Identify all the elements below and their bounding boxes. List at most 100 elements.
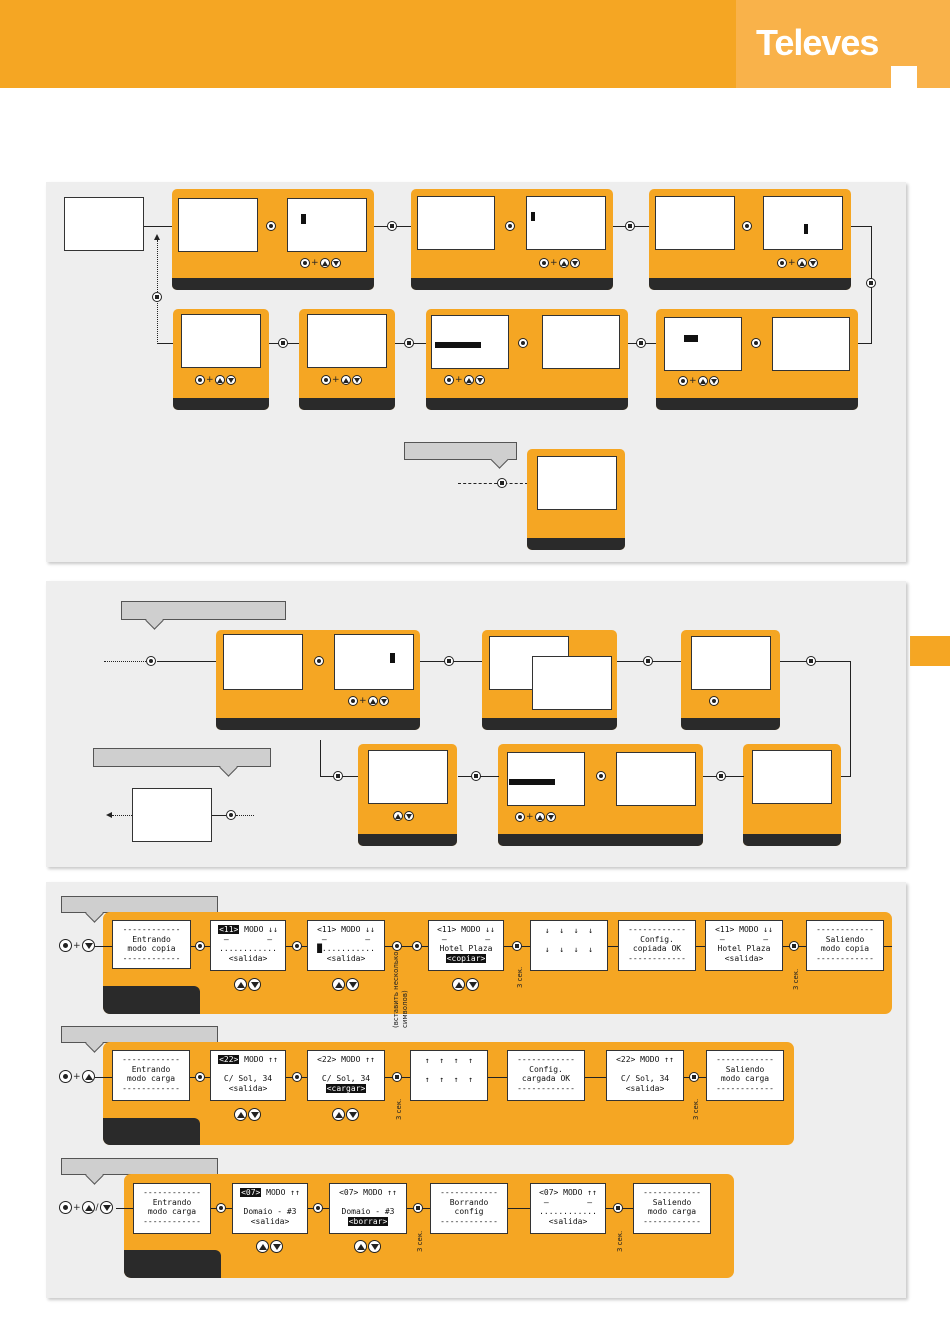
screen-line: <22> MODO ↑↑ (211, 1055, 285, 1065)
down-key-icon (81, 939, 95, 952)
device-label-bar (172, 278, 374, 290)
menu-key-icon (471, 771, 481, 781)
display-screen (655, 196, 735, 250)
erase-strip (124, 1174, 734, 1278)
menu-key-icon (152, 292, 162, 302)
device-p2-c (681, 630, 780, 730)
screen-line: Entrando (152, 1197, 192, 1207)
screen-line: ------------ (643, 1216, 701, 1226)
device-row2-a: + (173, 309, 269, 410)
down-key-icon (351, 375, 362, 385)
set-key-icon (195, 375, 205, 385)
selected-tag: <07> (240, 1188, 262, 1197)
copy-screen-1: ------------ Entrando modo copia -------… (112, 920, 191, 969)
screen-line: <salida> (548, 1216, 588, 1226)
set-key-icon (539, 258, 549, 268)
copy-screen-2: <11> MODO ↓↓ – – ............ <salida> (210, 920, 286, 971)
screen-text: MODO ↑↑ (239, 1055, 278, 1064)
screen-line: <cargar> (308, 1083, 384, 1094)
connector (320, 740, 321, 777)
down-key-icon (807, 258, 818, 268)
brand-logo: Televes (756, 22, 879, 63)
screen-line: – – (321, 934, 371, 944)
set-key-icon (146, 656, 156, 666)
down-key-icon (346, 978, 359, 991)
load-screen-3: <22> MODO ↑↑ C/ Sol, 34 <cargar> (307, 1050, 385, 1101)
set-key-icon (300, 258, 310, 268)
callout-bubble (404, 442, 517, 469)
up-key-icon (214, 375, 225, 385)
set-key-icon (348, 696, 358, 706)
menu-key-icon (716, 771, 726, 781)
section-tab (910, 636, 950, 666)
screen-line: ↑ ↑ ↑ ↑ (424, 1056, 474, 1065)
key-combo (332, 978, 359, 991)
menu-key-icon (643, 656, 653, 666)
up-key-icon (463, 375, 474, 385)
set-key-icon (777, 258, 787, 268)
device-p2-b (482, 630, 617, 730)
screen-line: ------------ (122, 953, 181, 963)
callout-bubble (61, 1026, 218, 1053)
up-key-icon (534, 812, 545, 822)
screen-line: – – (543, 1197, 593, 1207)
menu-key-icon (625, 221, 635, 231)
plus-sign: + (332, 375, 340, 385)
device-label-bar (358, 834, 457, 846)
device-label-bar (656, 398, 858, 410)
display-screen (307, 314, 387, 368)
screen-line: C/ Sol, 34 (223, 1074, 273, 1083)
up-key-icon (81, 1070, 95, 1083)
load-strip-tab (103, 1118, 200, 1145)
set-key-icon (59, 1201, 72, 1214)
connector (157, 343, 173, 344)
screen-line: C/ Sol, 34 (321, 1074, 371, 1083)
screen-line (411, 1066, 487, 1076)
set-key-icon (292, 1072, 302, 1082)
key-combo (393, 811, 414, 821)
set-key-icon (596, 771, 606, 781)
erase-screen-5: <07> MODO ↑↑ – – ............ <salida> (530, 1183, 606, 1234)
up-key-icon (234, 978, 247, 991)
screen-line: Borrando (449, 1197, 489, 1207)
up-key-icon (256, 1240, 269, 1253)
up-key-icon (81, 1201, 95, 1214)
plus-sign: + (311, 258, 319, 268)
device-label-bar (411, 278, 613, 290)
wait-label: 3 сек. (616, 1230, 624, 1252)
copy-screen-7: <11> MODO ↓↓ – – Hotel Plaza <salida> (705, 920, 783, 971)
up-key-icon (393, 811, 403, 821)
display-screen (507, 752, 585, 806)
down-key-icon (569, 258, 580, 268)
device-label-bar (681, 718, 780, 730)
cursor-block (301, 214, 306, 224)
device-row2-c: + (426, 309, 628, 410)
load-screen-2: <22> MODO ↑↑ C/ Sol, 34 <salida> (210, 1050, 286, 1101)
cursor-bar (435, 342, 481, 348)
set-key-icon (226, 810, 236, 820)
screen-line: <salida> (724, 953, 764, 963)
load-screen-1: ------------ Entrando modo carga -------… (112, 1050, 190, 1101)
screen-line: ------------ (816, 925, 874, 934)
plus-sign: + (73, 1071, 81, 1082)
display-screen (287, 198, 367, 252)
down-key-icon (404, 811, 414, 821)
screen-line: modo carga (647, 1207, 697, 1216)
screen-line: C/ Sol, 34 (620, 1074, 670, 1083)
menu-key-icon (404, 338, 414, 348)
copy-screen-6: ------------ Config. copiada OK --------… (618, 920, 696, 971)
connector (212, 815, 226, 816)
set-key-icon (313, 1203, 323, 1213)
key-combo (354, 1240, 381, 1253)
down-key-icon (346, 1108, 359, 1121)
screen-line: Hotel Plaza (439, 944, 493, 953)
down-key-icon (248, 978, 261, 991)
screen-line: <salida> (326, 953, 366, 963)
set-key-icon (321, 375, 331, 385)
copy-action: <copiar> (445, 953, 487, 963)
screen-line: <salida> (250, 1216, 290, 1226)
cursor-block (531, 212, 535, 221)
set-key-icon (59, 939, 72, 952)
screen-line: Entrando (131, 1064, 171, 1074)
device-row1-b: + (411, 189, 613, 290)
